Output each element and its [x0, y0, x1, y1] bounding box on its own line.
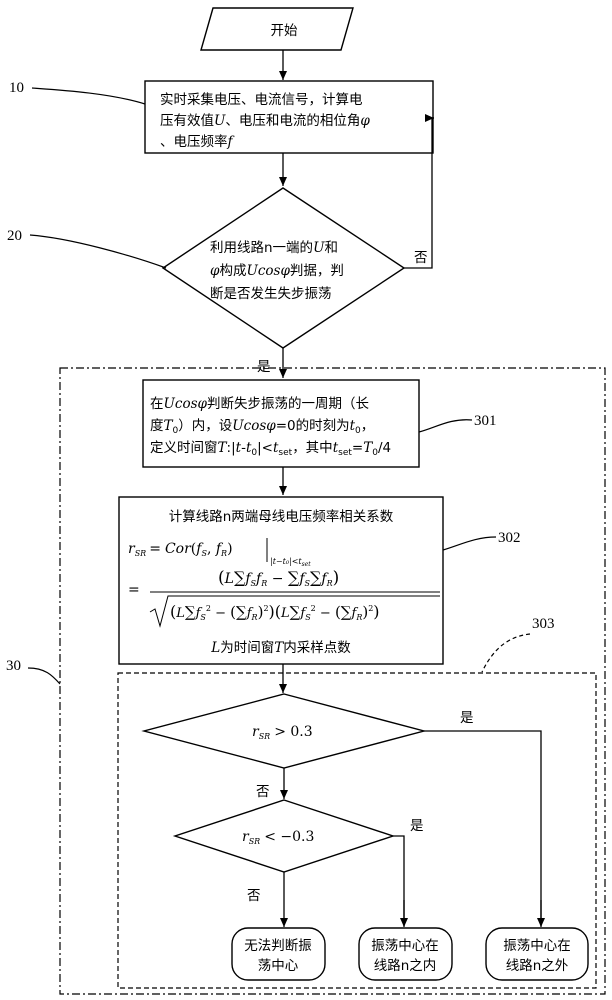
svg-text:利用线路n一端的U和: 利用线路n一端的U和 — [210, 240, 338, 256]
svg-text:度T0）内，设Ucosφ=0的时刻为t0，: 度T0）内，设Ucosφ=0的时刻为t0， — [150, 418, 374, 436]
decision-1-yes: 是 — [460, 710, 474, 726]
step-301-line2: 度 — [150, 418, 164, 434]
leader-303 — [481, 633, 531, 673]
step-20-no-label: 否 — [414, 250, 428, 266]
svg-text:在Ucosφ判断失步振荡的一周期（长: 在Ucosφ判断失步振荡的一周期（长 — [150, 396, 369, 412]
decision-2-no: 否 — [247, 888, 261, 904]
sqrt-sign — [149, 595, 440, 628]
d2-yes-line — [393, 835, 405, 926]
svg-text:rSR< −0.3: rSR< −0.3 — [242, 829, 314, 846]
result-outside-line: 振荡中心在 线路n之外 — [485, 927, 589, 981]
formula-denominator: (L∑fS2 − (∑fR)2)(L∑fS2 − (∑fR)2) — [170, 602, 380, 622]
step-20-decision: 利用线路n一端的U和 φ构成Ucosφ判据，判 断是否发生失步振荡 — [161, 187, 406, 349]
svg-text:无法判断振: 无法判断振 — [244, 938, 312, 954]
step-301-line3: 定义时间窗 — [150, 439, 218, 456]
svg-text:振荡中心在: 振荡中心在 — [371, 938, 439, 954]
start-node: 开始 — [200, 7, 354, 51]
formula-numerator: (L∑fSfR − ∑fS∑fR) — [218, 568, 339, 588]
svg-text:线路n之内: 线路n之内 — [374, 958, 437, 974]
decision-2-r: r — [242, 829, 250, 845]
leader-30 — [27, 667, 61, 685]
block-303-outline — [117, 672, 597, 989]
leader-10 — [31, 87, 146, 105]
svg-text:φ构成Ucosφ判据，判: φ构成Ucosφ判据，判 — [210, 263, 344, 279]
step-302-title: 计算线路n两端母线电压频率相关系数 — [169, 508, 394, 525]
svg-text:rSR> 0.3: rSR> 0.3 — [252, 724, 313, 741]
step-10-line2a: 压有效值 — [160, 113, 214, 129]
step-20-line1: 利用线路n一端的 — [210, 240, 313, 256]
decision-1: rSR> 0.3 — [141, 693, 427, 769]
label-10: 10 — [9, 80, 24, 96]
leader-20 — [29, 234, 167, 269]
svg-text:实时采集电压、电流信号，计算电: 实时采集电压、电流信号，计算电 — [160, 92, 363, 108]
step-20-line3: 断是否发生失步振荡 — [210, 286, 332, 302]
step-302-footer: L — [210, 640, 220, 656]
step-302-box: 计算线路n两端母线电压频率相关系数 rSR=Cor(fS, fR) |t−t₀|… — [118, 496, 444, 665]
start-label: 开始 — [271, 23, 298, 39]
label-302: 302 — [498, 530, 521, 546]
formula-line1: rSR=Cor(fS, fR) — [128, 541, 233, 558]
leader-301 — [418, 419, 473, 433]
step-301-box: 在Ucosφ判断失步振荡的一周期（长 度T0）内，设Ucosφ=0的时刻为t0，… — [142, 379, 420, 468]
step-10-box: 实时采集电压、电流信号，计算电 压有效值U、电压和电流的相位角φ 、电压频率f — [144, 80, 434, 154]
block-30-outline — [59, 367, 606, 995]
step-20-line2: φ — [210, 263, 220, 279]
step-10-line3: 、电压频率 — [160, 133, 228, 150]
svg-text:荡中心: 荡中心 — [258, 958, 299, 974]
leader-302 — [442, 536, 497, 551]
step-301-line1: 在 — [150, 396, 164, 412]
label-30: 30 — [6, 658, 21, 674]
formula-condition: |t−t₀|<tset — [270, 557, 311, 568]
step-10-line1: 实时采集电压、电流信号，计算电 — [160, 92, 363, 108]
label-20: 20 — [7, 228, 22, 244]
label-301: 301 — [474, 413, 497, 429]
result-undetermined: 无法判断振 荡中心 — [231, 927, 326, 981]
label-303: 303 — [532, 616, 555, 632]
svg-text:定义时间窗T:|t-t0|<tset，其中tset=T0/4: 定义时间窗T:|t-t0|<tset，其中tset=T0/4 — [150, 439, 391, 458]
d1-yes-line — [424, 730, 542, 926]
result-inside-line: 振荡中心在 线路n之内 — [358, 927, 453, 981]
svg-text:压有效值U、电压和电流的相位角φ: 压有效值U、电压和电流的相位角φ — [160, 113, 370, 129]
decision-1-r: r — [252, 724, 260, 740]
svg-text:=: = — [128, 582, 140, 598]
decision-2-yes: 是 — [410, 818, 424, 834]
svg-text:L为时间窗T内采样点数: L为时间窗T内采样点数 — [210, 639, 351, 656]
svg-text:振荡中心在: 振荡中心在 — [503, 938, 571, 954]
svg-text:、电压频率f: 、电压频率f — [160, 133, 235, 150]
decision-2: rSR< −0.3 — [172, 799, 396, 873]
step-20-yes-label: 是 — [257, 359, 271, 375]
decision-1-no: 否 — [256, 784, 270, 800]
svg-text:线路n之外: 线路n之外 — [506, 958, 569, 974]
